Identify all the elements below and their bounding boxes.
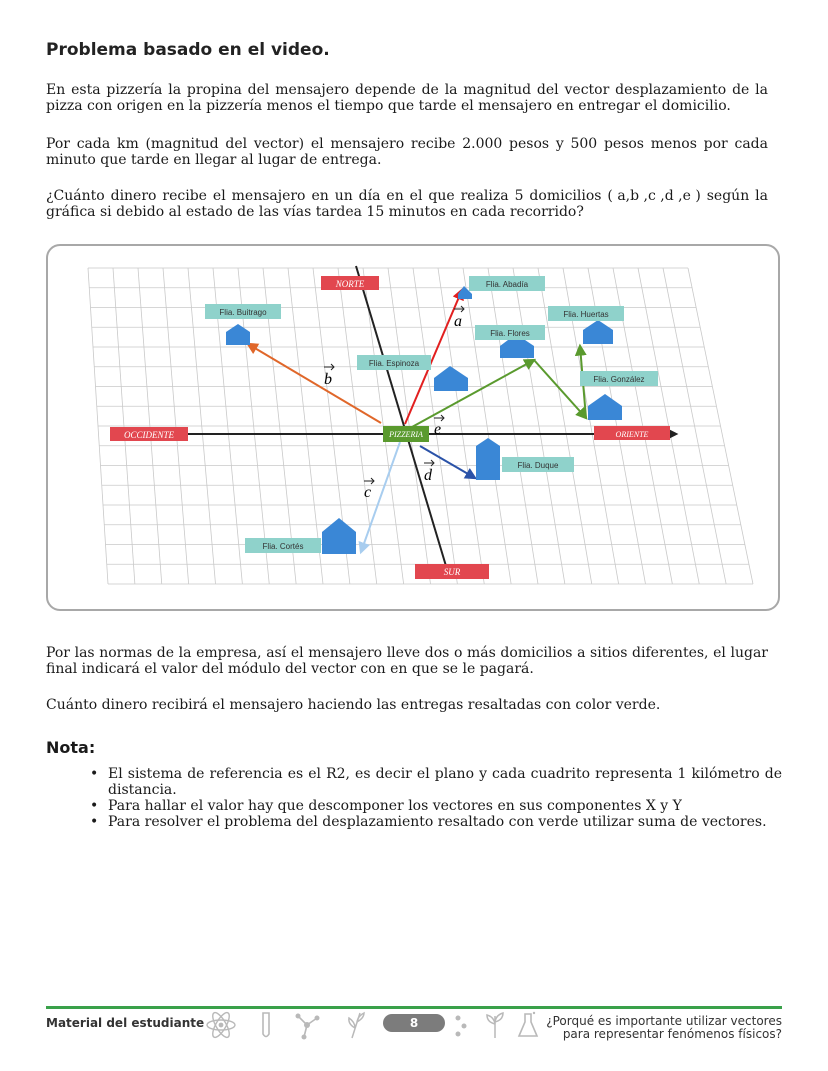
label-duque: Flia. Duque [518,461,559,470]
north-south-axis [355,265,447,567]
label-north: NORTE [321,276,379,290]
house-gonzalez-icon [588,394,622,420]
footer-label: Material del estudiante [46,1016,205,1030]
house-duque-icon [476,438,500,480]
footer-question-line-1: ¿Porqué es importante utilizar vectores [546,1014,782,1028]
vector-label-b: b [324,371,332,388]
label-buitrago: Flia. Buitrago [219,308,267,317]
footer-question-line-2: para representar fenómenos físicos? [562,1027,782,1041]
vector-label-a: a [454,313,462,330]
house-labels: Flia. Buitrago Flia. Abadía Flia. Huerta… [205,276,658,553]
vector-green-second [533,359,588,420]
note-item: El sistema de referencia es el R2, es de… [90,766,782,798]
vector-map-figure: NORTE OCCIDENTE ORIENTE SUR a [46,244,780,611]
question-text-end: según la gráfica si debido al estado de … [46,188,768,220]
vector-label-d: d [424,467,433,484]
svg-text:NORTE: NORTE [335,279,365,289]
label-west: OCCIDENTE [110,427,188,441]
note-title: Nota: [46,738,96,757]
label-flores: Flia. Flores [490,329,530,338]
label-pizzeria: PIZZERIA [383,426,429,442]
note-list: El sistema de referencia es el R2, es de… [90,766,782,830]
label-abadia: Flia. Abadía [486,280,529,289]
vector-a [404,287,464,425]
note-item: Para hallar el valor hay que descomponer… [90,798,782,814]
paragraph-intro: En esta pizzería la propina del mensajer… [46,82,768,114]
vector-label-arrows [324,305,465,485]
vector-e [411,358,537,428]
label-east: ORIENTE [594,426,670,440]
page-title: Problema basado en el video. [46,40,330,60]
question-text-start: ¿Cuánto dinero recibe el mensajero en un… [46,188,602,204]
vector-list-text: ( a,b ,c ,d ,e ) [607,188,701,204]
label-cortes: Flia. Cortés [263,542,304,551]
leaf-icon [348,1011,365,1039]
svg-text:PIZZERIA: PIZZERIA [388,430,423,439]
test-tube-icon [262,1012,270,1038]
house-huertas-icon [583,320,613,344]
svg-text:ORIENTE: ORIENTE [616,430,649,439]
paragraph-payment-rule: Por cada km (magnitud del vector) el men… [46,136,768,168]
house-buitrago-icon [226,324,250,345]
label-south: SUR [415,564,489,579]
house-cortes-icon [322,518,356,554]
vector-label-e: e [434,421,441,438]
page-number: 8 [383,1014,445,1032]
flask-icon [517,1011,539,1037]
molecule-icon [295,1013,320,1040]
paragraph-green-question: Cuánto dinero recibirá el mensajero haci… [46,697,661,713]
houses [226,286,622,554]
vector-map-svg: NORTE OCCIDENTE ORIENTE SUR a [87,265,754,585]
footer-divider [46,1006,782,1009]
house-espinoza-icon [434,366,468,391]
note-item: Para resolver el problema del desplazami… [90,814,782,830]
house-abadia-icon [458,286,472,299]
vector-label-c: c [364,484,371,501]
label-huertas: Flia. Huertas [563,310,608,319]
vector-c [358,441,401,555]
paragraph-company-rule: Por las normas de la empresa, así el men… [46,645,768,677]
vector-b [245,342,382,424]
vector-list: ( a,b ,c ,d ,e ) [607,188,700,204]
svg-text:SUR: SUR [444,567,461,577]
plant-icon [486,1012,504,1038]
svg-text:OCCIDENTE: OCCIDENTE [124,430,175,440]
vector-d [419,445,478,480]
label-gonzalez: Flia. González [593,375,644,384]
footer-question: ¿Porqué es importante utilizar vectores … [546,1015,782,1041]
label-espinoza: Flia. Espinoza [369,359,420,368]
dots-icon [455,1015,467,1037]
paragraph-question: ¿Cuánto dinero recibe el mensajero en un… [46,188,768,220]
atom-icon [206,1011,236,1039]
